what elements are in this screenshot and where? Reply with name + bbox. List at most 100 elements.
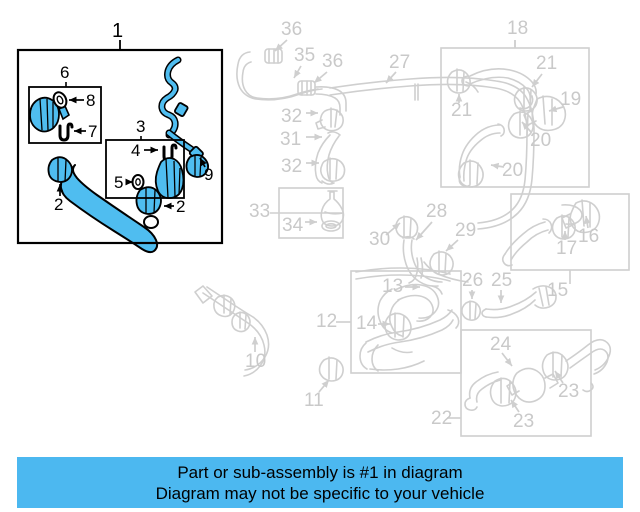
callout-19[interactable]: 19 [560, 89, 582, 110]
callout-21-lower[interactable]: 21 [451, 100, 473, 121]
callout-12[interactable]: 12 [316, 311, 338, 332]
callout-8[interactable]: 8 [86, 91, 96, 110]
part-23-clamp-right [541, 351, 569, 381]
callout-22[interactable]: 22 [431, 408, 453, 429]
callout-3[interactable]: 3 [136, 117, 146, 136]
callout-24[interactable]: 24 [490, 334, 512, 355]
part-21-clamp-left [446, 68, 471, 94]
callout-21-upper[interactable]: 21 [536, 53, 558, 74]
group-box-3 [105, 139, 185, 199]
callout-2-upper[interactable]: 2 [54, 195, 64, 214]
part-11-clamp [318, 356, 344, 382]
arrow-20b [490, 162, 505, 170]
callout-26[interactable]: 26 [462, 270, 484, 291]
arrow-11 [318, 379, 330, 393]
callout-arrows-dark [56, 96, 207, 210]
arrow-35 [293, 65, 302, 79]
part-29-clamp [429, 250, 454, 276]
part-10-hose [194, 285, 270, 377]
part-34-oring [321, 220, 341, 232]
part-5-oring [131, 174, 145, 190]
group-boxes-layer [270, 40, 630, 437]
arrow-29 [445, 239, 459, 252]
part-21-clamp-right [513, 86, 538, 112]
part-2-clamp-lower [135, 186, 162, 215]
part-2-clamp-upper [47, 156, 73, 183]
part-17-clamp [551, 214, 576, 240]
banner-line-2: Diagram may not be specific to your vehi… [155, 483, 485, 503]
part-36-clamp-left [264, 48, 283, 64]
part-14-clamp [384, 312, 412, 341]
callout-13[interactable]: 13 [382, 276, 404, 297]
info-banner: Part or sub-assembly is #1 in diagram Di… [17, 457, 623, 508]
highlighted-parts-layer [29, 56, 210, 254]
inactive-parts-layer [194, 48, 612, 411]
part-36-clamp-right [297, 80, 316, 96]
callout-11[interactable]: 11 [304, 390, 324, 411]
arrow-28 [415, 221, 433, 241]
callout-2-lower[interactable]: 2 [176, 197, 186, 216]
arrow-24 [501, 352, 513, 367]
callout-23-right[interactable]: 23 [558, 381, 580, 402]
highlighted-boxes-layer [16, 40, 224, 245]
arrow-16 [583, 215, 591, 229]
callout-9[interactable]: 9 [204, 165, 214, 184]
arrow-21a [531, 73, 543, 88]
callout-33[interactable]: 33 [249, 201, 271, 222]
part-20-clamp-lower [457, 159, 484, 188]
part-6-hose-end [29, 96, 71, 133]
callout-20-lower[interactable]: 20 [502, 160, 524, 181]
arrow-9 [199, 157, 207, 168]
banner-line-1: Part or sub-assembly is #1 in diagram [177, 462, 463, 482]
callout-5[interactable]: 5 [114, 173, 124, 192]
callout-4[interactable]: 4 [131, 141, 141, 160]
arrow-27 [385, 71, 397, 84]
part-30-clamp [395, 215, 419, 239]
arrow-36a [274, 39, 288, 52]
arrow-30 [385, 222, 401, 236]
part-25-hose [481, 285, 557, 319]
callout-29[interactable]: 29 [455, 220, 477, 241]
callout-32-lower[interactable]: 32 [281, 156, 303, 177]
part-32-clamp-top [315, 107, 344, 132]
part-18-lower-hose [458, 123, 505, 188]
part-1-main-hose [59, 164, 159, 254]
callout-1[interactable]: 1 [112, 20, 124, 42]
part-12-manifold [359, 309, 460, 372]
arrow-23a [554, 370, 564, 384]
callout-32-upper[interactable]: 32 [281, 106, 303, 127]
arrow-19 [548, 105, 564, 113]
callout-36-right[interactable]: 36 [322, 51, 344, 72]
part-7-clip [58, 122, 74, 142]
callout-35[interactable]: 35 [294, 45, 316, 66]
callout-31[interactable]: 31 [280, 129, 302, 150]
arrow-36b [313, 71, 328, 84]
part-35-stub [315, 86, 347, 116]
callout-30[interactable]: 30 [369, 229, 391, 250]
callout-23-left[interactable]: 23 [513, 411, 535, 432]
callout-36-left[interactable]: 36 [281, 19, 303, 40]
group-box-22 [460, 329, 592, 437]
callout-16[interactable]: 16 [578, 226, 600, 247]
part-32-clamp-bottom [319, 157, 346, 182]
callout-20-upper[interactable]: 20 [530, 130, 552, 151]
callout-18[interactable]: 18 [507, 18, 529, 39]
callout-15[interactable]: 15 [547, 280, 569, 301]
callout-14[interactable]: 14 [356, 313, 378, 334]
part-8-oring [52, 91, 68, 109]
callout-17[interactable]: 17 [556, 238, 578, 259]
callout-25[interactable]: 25 [491, 270, 513, 291]
callout-10[interactable]: 10 [245, 351, 267, 372]
callout-28[interactable]: 28 [426, 201, 448, 222]
callout-7[interactable]: 7 [88, 122, 98, 141]
callout-arrows-gray [251, 39, 591, 413]
callout-6[interactable]: 6 [60, 63, 70, 82]
part-1-upper-pipe [158, 56, 204, 162]
part-3-fitting [154, 157, 185, 200]
group-box-6 [28, 86, 102, 144]
callout-27[interactable]: 27 [389, 52, 411, 73]
callout-34[interactable]: 34 [282, 215, 304, 236]
arrow-20a [521, 121, 532, 133]
